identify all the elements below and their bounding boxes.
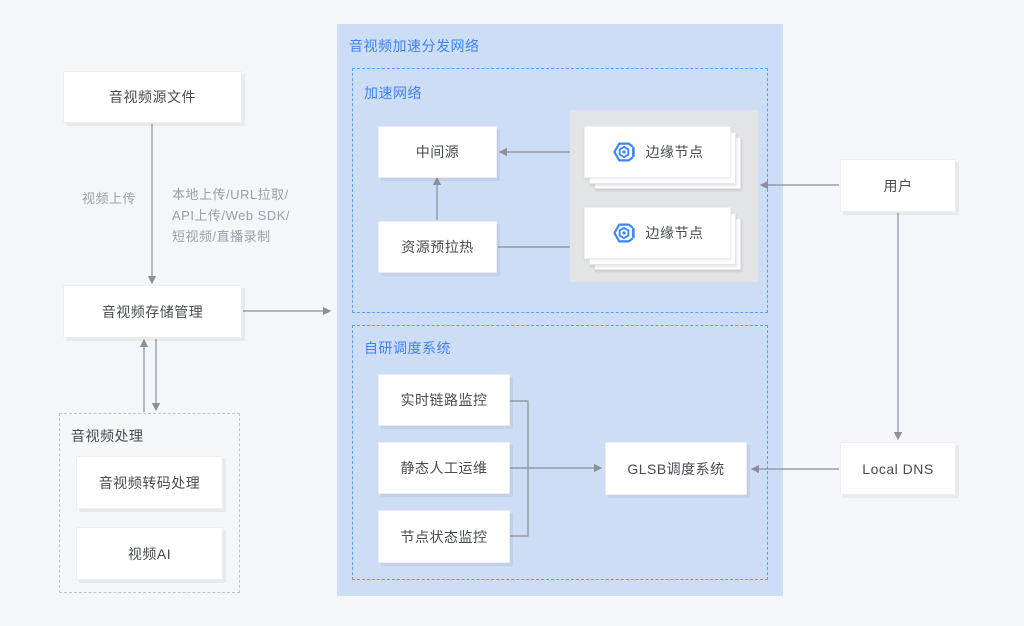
node-static-ops: 静态人工运维 xyxy=(378,442,510,494)
processing-title: 音视频处理 xyxy=(71,428,144,444)
node-transcode: 音视频转码处理 xyxy=(76,456,223,509)
network-title: 音视频加速分发网络 xyxy=(349,38,480,54)
processing-group xyxy=(59,413,240,593)
node-edge-1: 边缘节点 xyxy=(584,126,741,189)
node-middle-source: 中间源 xyxy=(378,126,497,178)
edge-node-icon xyxy=(612,223,635,243)
node-glsb: GLSB调度系统 xyxy=(605,442,747,495)
upload-methods: 本地上传/URL拉取/ API上传/Web SDK/ 短视频/直播录制 xyxy=(172,184,290,247)
edge-node-label: 边缘节点 xyxy=(645,225,704,241)
upload-method-line: API上传/Web SDK/ xyxy=(172,208,291,223)
accel-network-title: 加速网络 xyxy=(364,85,422,101)
edge-node-icon xyxy=(612,142,635,162)
node-user: 用户 xyxy=(840,159,956,212)
node-local-dns: Local DNS xyxy=(840,442,956,495)
edge-node-label: 边缘节点 xyxy=(645,144,704,160)
upload-label: 视频上传 xyxy=(82,191,137,206)
node-realtime-monitor: 实时链路监控 xyxy=(378,374,510,426)
scheduling-title: 自研调度系统 xyxy=(364,340,451,356)
node-storage-management: 音视频存储管理 xyxy=(63,285,242,338)
accel-network-group xyxy=(352,68,768,313)
upload-method-line: 短视频/直播录制 xyxy=(172,229,271,244)
node-video-ai: 视频AI xyxy=(76,527,223,580)
scheduling-group xyxy=(352,325,768,580)
node-prewarm: 资源预拉热 xyxy=(378,221,497,273)
node-source-file: 音视频源文件 xyxy=(63,71,242,123)
upload-method-line: 本地上传/URL拉取/ xyxy=(172,187,289,202)
node-status-monitor: 节点状态监控 xyxy=(378,510,510,563)
edge-node-panel: 边缘节点 边缘节点 xyxy=(570,110,758,282)
node-edge-2: 边缘节点 xyxy=(584,207,741,270)
